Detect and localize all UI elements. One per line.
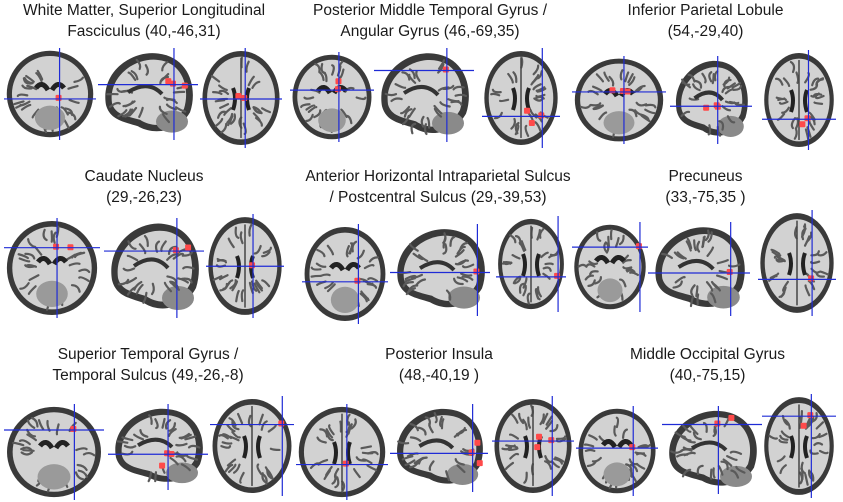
panel-title-line1: Superior Temporal Gyrus / [57, 346, 239, 363]
axial-slice [758, 210, 836, 316]
axial-slice [492, 396, 574, 496]
sagittal-slice [670, 56, 752, 144]
sagittal-slice [390, 224, 490, 316]
sagittal-slice [108, 404, 208, 490]
coronal-slice [4, 404, 104, 500]
coronal-slice [572, 56, 666, 144]
panel-title-line1: Middle Occipital Gyrus [629, 346, 786, 363]
axial-slice [762, 394, 836, 498]
panel-3: Inferior Parietal Lobule (54,-29,40) [568, 0, 843, 160]
panel-6: Precuneus (33,-75,35 ) [568, 166, 843, 326]
axial-slice [482, 48, 560, 148]
coronal-slice [4, 218, 100, 318]
coronal-slice [4, 48, 96, 140]
panel-title-line1: Inferior Parietal Lobule [627, 2, 784, 19]
panel-title-line1: Posterior Insula [385, 346, 493, 363]
axial-slice [200, 48, 282, 148]
panel-5: Anterior Horizontal Intraparietal Sulcus… [292, 166, 584, 326]
panel-7: Superior Temporal Gyrus / Temporal Sulcu… [0, 344, 296, 502]
sagittal-slice [104, 218, 204, 318]
coronal-slice [290, 52, 374, 142]
panel-title-line2: Temporal Sulcus (49,-26,-8) [52, 367, 244, 384]
coronal-slice [576, 406, 658, 496]
coronal-slice [572, 222, 648, 312]
panel-title-line1: White Matter, Superior Longitudinal [22, 2, 266, 19]
panel-1: White Matter, Superior Longitudinal Fasc… [0, 0, 288, 160]
axial-slice [496, 216, 566, 312]
sagittal-slice [662, 406, 762, 494]
panel-title-line2: (48,-40,19 ) [398, 367, 480, 384]
sagittal-slice [98, 48, 198, 140]
sagittal-slice [390, 404, 488, 492]
axial-slice [296, 404, 388, 500]
panel-9: Middle Occipital Gyrus (40,-75,15) [572, 344, 843, 502]
panel-title-line2: / Postcentral Sulcus (29,-39,53) [329, 189, 547, 206]
panel-title-line1: Caudate Nucleus [84, 168, 204, 185]
panel-2: Posterior Middle Temporal Gyrus / Angula… [286, 0, 574, 160]
panel-title-line2: Fasciculus (40,-46,31) [67, 23, 221, 40]
panel-title-line1: Precuneus [668, 168, 743, 185]
panel-title-line2: (33,-75,35 ) [665, 189, 746, 206]
sagittal-slice [374, 48, 474, 142]
panel-title-line1: Posterior Middle Temporal Gyrus / [312, 2, 548, 19]
sagittal-slice [648, 222, 750, 316]
panel-8: Posterior Insula (48,-40,19 ) [296, 344, 582, 502]
panel-title-line2: (54,-29,40) [667, 23, 744, 40]
axial-slice [762, 50, 836, 150]
coronal-slice [302, 224, 388, 324]
panel-title-line2: (29,-26,23) [106, 189, 182, 206]
axial-slice [206, 214, 284, 318]
panel-title-line1: Anterior Horizontal Intraparietal Sulcus [305, 168, 571, 185]
panel-title-line2: Angular Gyrus (46,-69,35) [340, 23, 520, 40]
panel-4: Caudate Nucleus (29,-26,23) [0, 166, 288, 326]
panel-title-line2: (40,-75,15) [669, 367, 746, 384]
axial-slice [210, 396, 294, 496]
